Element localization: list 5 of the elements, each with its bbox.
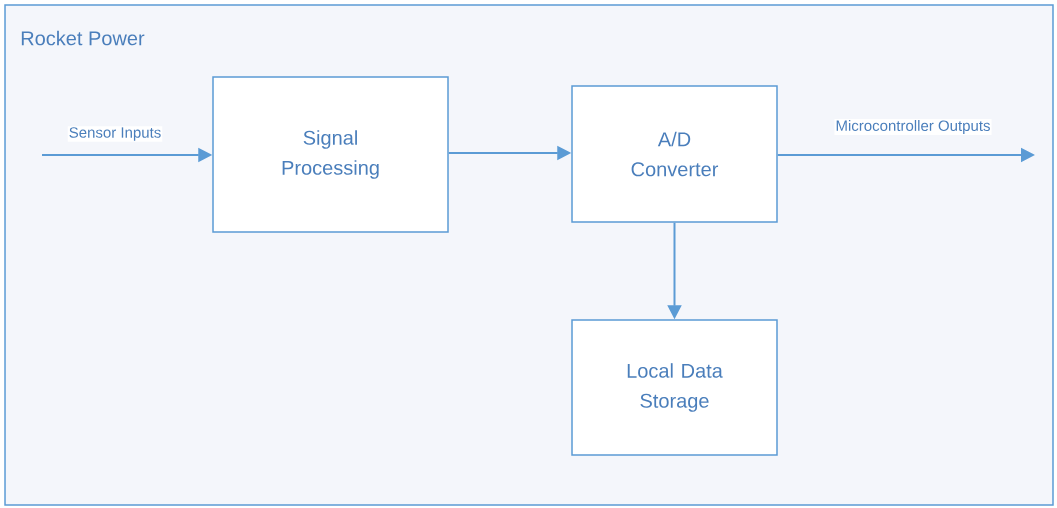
process-box: Signal Processing — [212, 76, 449, 233]
process-box: A/D Converter — [571, 85, 778, 223]
edge-label: Microcontroller Outputs — [834, 119, 992, 135]
process-box: Local Data Storage — [571, 319, 778, 456]
edge-label: Sensor Inputs — [67, 126, 163, 142]
